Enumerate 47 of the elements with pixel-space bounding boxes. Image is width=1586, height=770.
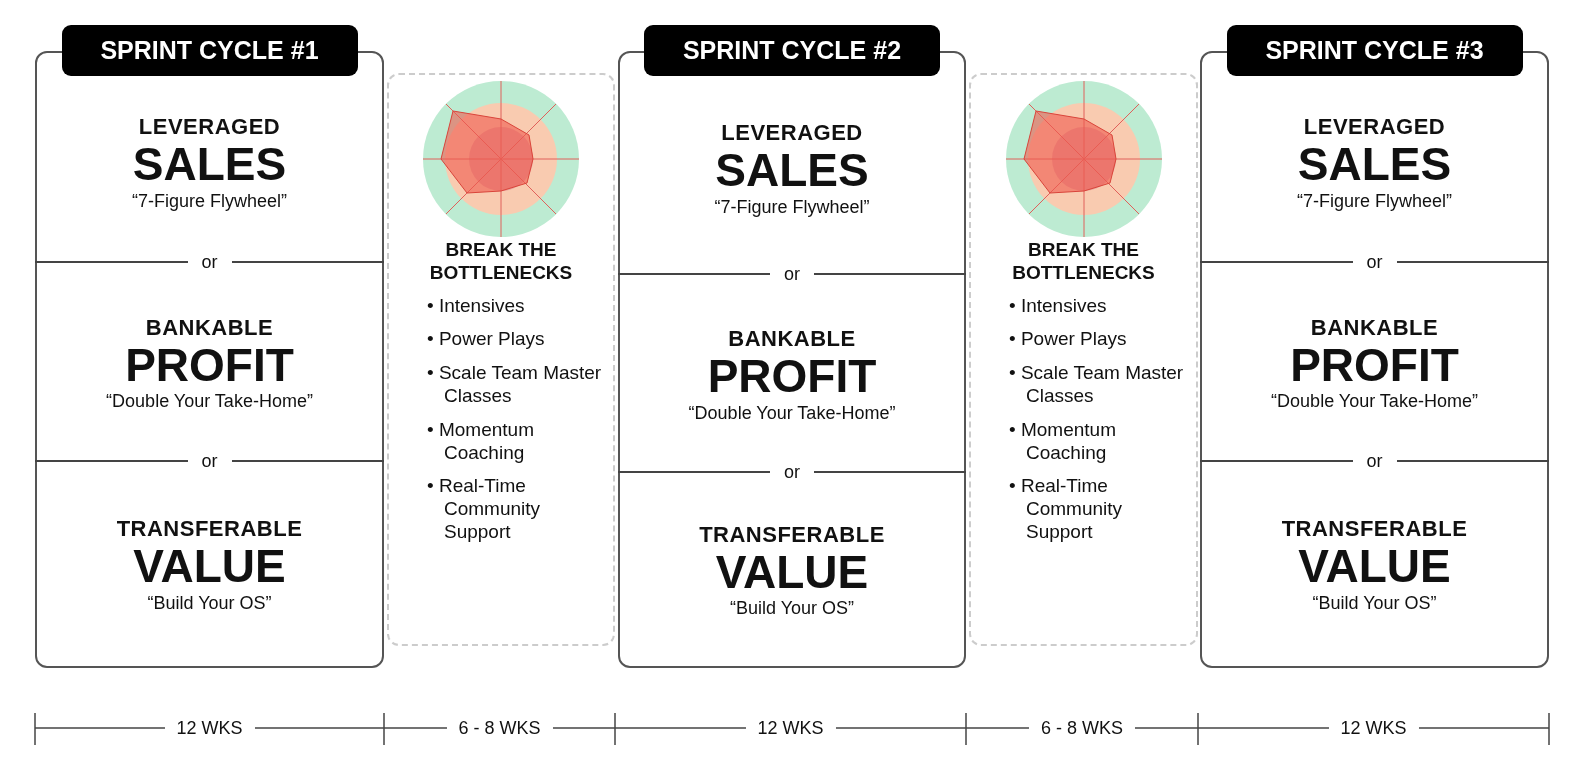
bullet-item: • Intensives [427, 294, 526, 318]
header-tab: SPRINT CYCLE #2 [644, 25, 940, 76]
section-tagline: “7-Figure Flywheel” [714, 196, 870, 218]
section-tagline: “Double Your Take-Home” [1271, 391, 1478, 413]
header-tab: SPRINT CYCLE #3 [1226, 25, 1523, 76]
section-tagline: “Build Your OS” [147, 592, 272, 614]
section-kicker: TRANSFERABLE [699, 521, 885, 548]
bullet-item: • Real-Time Community Support [1009, 475, 1124, 544]
bullet-item: • Intensives [1009, 294, 1108, 318]
section-title: PROFIT [707, 352, 877, 401]
bullet-item: • Momentum Coaching [427, 418, 535, 465]
section-title: VALUE [133, 542, 286, 591]
section-tagline: “7-Figure Flywheel” [1296, 190, 1452, 212]
section-tagline: “Double Your Take-Home” [106, 391, 313, 413]
bullet-item: • Scale Team Master Classes [427, 362, 603, 408]
sprint-card [618, 25, 966, 668]
sprint-card [35, 25, 384, 668]
section-title: SALES [1297, 140, 1452, 189]
dashed-panel [969, 73, 1198, 646]
section-kicker: LEVERAGED [1303, 114, 1446, 141]
section-title: SALES [132, 140, 287, 189]
section-kicker: LEVERAGED [138, 114, 281, 141]
section-tagline: “7-Figure Flywheel” [131, 190, 287, 212]
bullet-item: • Momentum Coaching [1009, 418, 1117, 465]
section-tagline: “Double Your Take-Home” [688, 402, 896, 424]
sprint-card [1200, 25, 1549, 668]
section-kicker: BANKABLE [145, 314, 274, 341]
section-title: SALES [715, 146, 869, 195]
section-kicker: LEVERAGED [721, 120, 863, 147]
bullet-item: • Power Plays [427, 328, 546, 352]
section-title: VALUE [1298, 542, 1451, 591]
section-title: PROFIT [1290, 340, 1459, 390]
dashed-panel [387, 73, 615, 646]
bullet-item: • Real-Time Community Support [427, 475, 542, 544]
section-kicker: BANKABLE [1310, 314, 1439, 341]
header-tab: SPRINT CYCLE #1 [61, 25, 358, 76]
bullet-item: • Scale Team Master Classes [1009, 362, 1185, 408]
section-kicker: BANKABLE [728, 326, 856, 353]
section-tagline: “Build Your OS” [729, 598, 855, 620]
section-kicker: TRANSFERABLE [116, 516, 303, 543]
section-kicker: TRANSFERABLE [1281, 516, 1468, 543]
section-title: VALUE [715, 547, 869, 597]
panel-heading: BREAK THE BOTTLENECKS [1011, 239, 1156, 285]
bullet-item: • Power Plays [1009, 328, 1128, 352]
section-title: PROFIT [125, 340, 294, 390]
panel-heading: BREAK THE BOTTLENECKS [428, 239, 574, 285]
section-tagline: “Build Your OS” [1312, 592, 1437, 614]
